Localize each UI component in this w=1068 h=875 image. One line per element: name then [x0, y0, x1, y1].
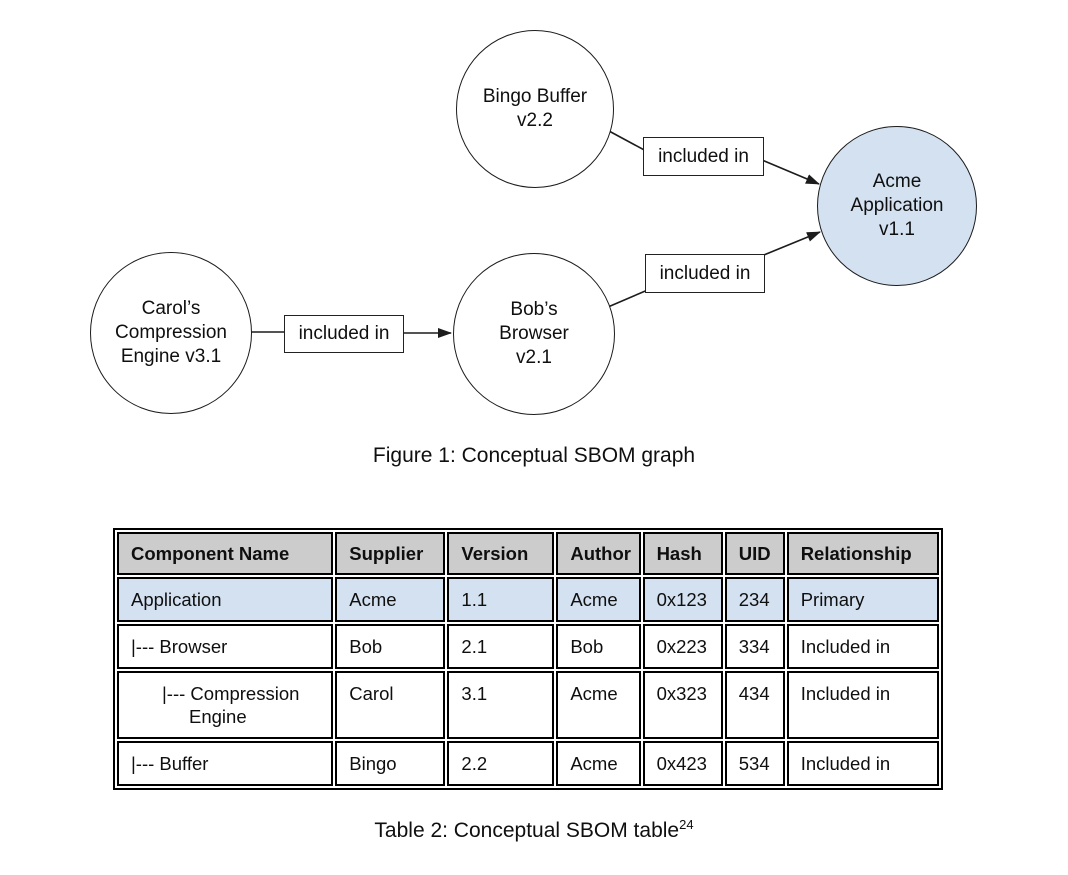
- cell-component-name: |--- Compression Engine: [117, 671, 334, 739]
- edge-label-included-in-bingo-acme: included in: [643, 137, 764, 176]
- cell-component-name: Application: [117, 577, 334, 622]
- edge-bob-to-label-line: [607, 288, 651, 308]
- column-header-author: Author: [556, 532, 641, 575]
- cell-relationship: Primary: [786, 577, 939, 622]
- cell-supplier: Bob: [335, 624, 446, 669]
- cell-version: 3.1: [447, 671, 555, 739]
- cell-hash: 0x323: [642, 671, 723, 739]
- cell-uid: 534: [724, 741, 785, 786]
- sbom-table: Component Name Supplier Version Author H…: [113, 528, 943, 790]
- edge-label-to-acme-arrow-2: [758, 231, 821, 258]
- node-carols-compression-engine: Carol’s Compression Engine v3.1: [90, 252, 252, 414]
- cell-author: Acme: [556, 741, 641, 786]
- column-header-version: Version: [447, 532, 555, 575]
- cell-uid: 434: [724, 671, 785, 739]
- edge-label-included-in-bob-acme: included in: [645, 254, 765, 293]
- column-header-supplier: Supplier: [335, 532, 446, 575]
- cell-version: 1.1: [447, 577, 555, 622]
- table-row-browser: |--- Browser Bob 2.1 Bob 0x223 334 Inclu…: [117, 624, 939, 669]
- table-header-row: Component Name Supplier Version Author H…: [117, 532, 939, 575]
- cell-supplier: Carol: [335, 671, 446, 739]
- cell-hash: 0x123: [642, 577, 723, 622]
- table-caption-footnote-ref: 24: [679, 817, 694, 832]
- edge-label-to-acme-arrow: [761, 159, 820, 185]
- edge-label-included-in-carol-bob: included in: [284, 315, 404, 353]
- column-header-relationship: Relationship: [786, 532, 939, 575]
- column-header-uid: UID: [724, 532, 785, 575]
- cell-supplier: Acme: [335, 577, 446, 622]
- graph-edges-layer: [250, 130, 821, 338]
- node-acme-application-label: Acme Application v1.1: [850, 171, 944, 240]
- cell-version: 2.2: [447, 741, 555, 786]
- column-header-component-name: Component Name: [117, 532, 334, 575]
- cell-uid: 234: [724, 577, 785, 622]
- node-bobs-browser-label: Bob’s Browser v2.1: [499, 299, 569, 368]
- table-row-application: Application Acme 1.1 Acme 0x123 234 Prim…: [117, 577, 939, 622]
- table-caption: Table 2: Conceptual SBOM table24: [0, 812, 1068, 844]
- cell-hash: 0x223: [642, 624, 723, 669]
- cell-author: Acme: [556, 671, 641, 739]
- node-bingo-buffer: Bingo Buffer v2.2: [456, 30, 614, 188]
- cell-relationship: Included in: [786, 671, 939, 739]
- sbom-graph-figure: Bingo Buffer v2.2 Acme Application v1.1 …: [90, 30, 977, 467]
- cell-author: Bob: [556, 624, 641, 669]
- node-bingo-buffer-label: Bingo Buffer v2.2: [482, 86, 588, 131]
- table-row-compression-engine: |--- Compression Engine Carol 3.1 Acme 0…: [117, 671, 939, 739]
- cell-component-name: |--- Buffer: [117, 741, 334, 786]
- cell-component-name: |--- Browser: [117, 624, 334, 669]
- node-carols-compression-engine-label: Carol’s Compression Engine v3.1: [115, 298, 227, 367]
- column-header-hash: Hash: [642, 532, 723, 575]
- figure-caption: Figure 1: Conceptual SBOM graph: [372, 444, 696, 467]
- node-bobs-browser: Bob’s Browser v2.1: [453, 253, 615, 415]
- cell-relationship: Included in: [786, 624, 939, 669]
- edge-bingo-to-label-line: [608, 130, 649, 153]
- node-acme-application: Acme Application v1.1: [817, 126, 977, 286]
- table-caption-text: Table 2: Conceptual SBOM table: [374, 819, 680, 842]
- cell-hash: 0x423: [642, 741, 723, 786]
- cell-version: 2.1: [447, 624, 555, 669]
- cell-relationship: Included in: [786, 741, 939, 786]
- cell-supplier: Bingo: [335, 741, 446, 786]
- table-row-buffer: |--- Buffer Bingo 2.2 Acme 0x423 534 Inc…: [117, 741, 939, 786]
- cell-author: Acme: [556, 577, 641, 622]
- cell-uid: 334: [724, 624, 785, 669]
